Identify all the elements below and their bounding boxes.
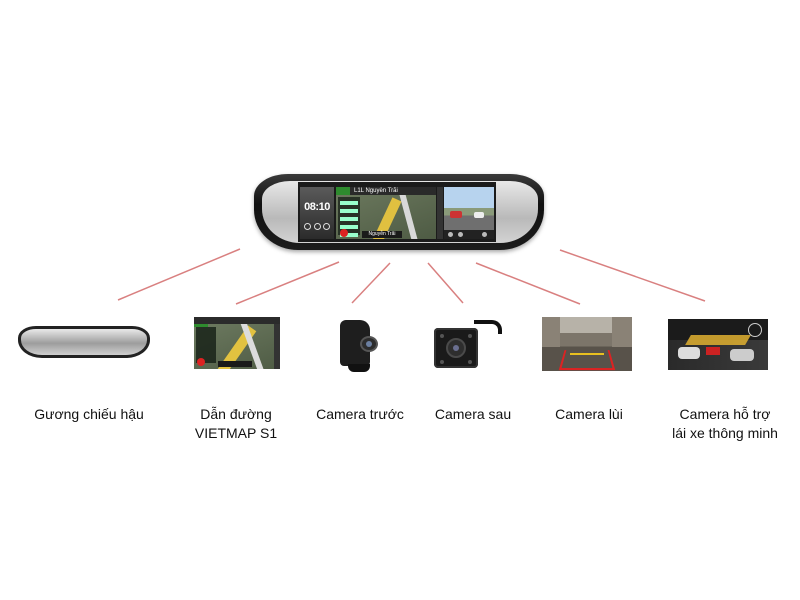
nav-street: Nguyễn Trãi — [362, 231, 402, 238]
nav-stop-icon — [340, 229, 348, 237]
label-navigation: Dẫn đường VIETMAP S1 — [194, 406, 278, 441]
rear-camera-icon — [432, 318, 502, 374]
navigation-screen-icon — [194, 317, 280, 369]
nav-title: L1L Nguyễn Trãi — [350, 187, 436, 195]
label-smart-driving-camera: Camera hỗ trợ lái xe thông minh — [672, 406, 778, 441]
front-camera-icon — [336, 318, 380, 372]
connector-line — [235, 261, 340, 305]
mirror-clock-panel: 08:10 — [300, 187, 334, 239]
mirror-clock: 08:10 — [304, 201, 330, 213]
nav-speed-badge — [336, 187, 350, 195]
connector-line — [351, 262, 391, 304]
label-rear-view-mirror: Gương chiếu hậu — [34, 406, 144, 422]
connector-line — [559, 249, 706, 302]
mirror-side-toolbar — [437, 187, 443, 239]
mirror-icon — [18, 326, 150, 358]
camera-control-bar — [444, 230, 494, 239]
mirror-navigation-panel: L1L Nguyễn Trãi Nguyễn Trãi — [336, 187, 436, 239]
mirror-camera-panel — [444, 187, 494, 239]
label-front-camera: Camera trước — [316, 406, 404, 422]
adas-view-icon — [668, 319, 768, 370]
nav-info-panel — [338, 197, 360, 237]
connector-line — [117, 248, 241, 301]
connector-line — [427, 262, 464, 304]
connector-line — [475, 262, 581, 305]
label-reverse-camera: Camera lùi — [555, 406, 623, 422]
clock-control-icons — [304, 223, 330, 235]
label-rear-camera: Camera sau — [434, 406, 512, 422]
reverse-camera-view-icon — [542, 317, 632, 371]
